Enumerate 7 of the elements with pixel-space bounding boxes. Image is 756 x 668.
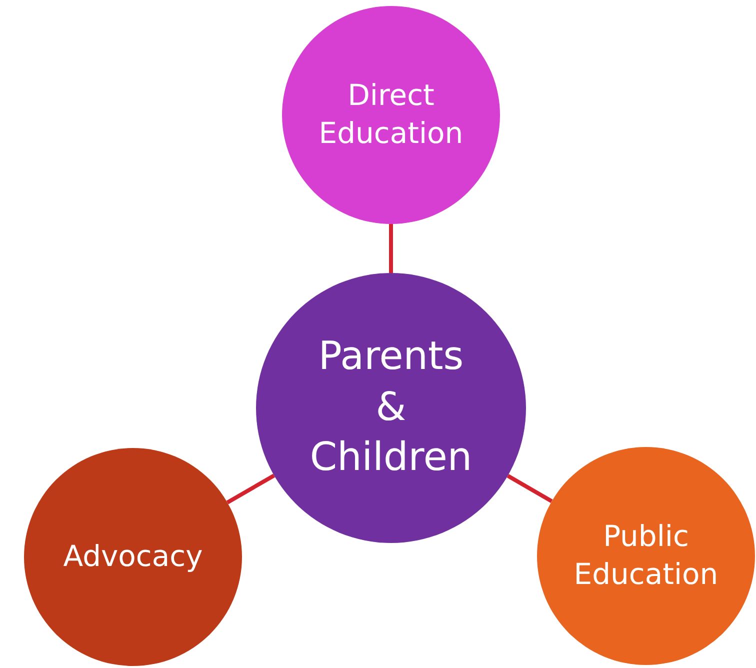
connector-line (506, 474, 553, 504)
circle-label: Advocacy (63, 538, 203, 576)
connector-line (226, 474, 276, 504)
circle-label: Parents & Children (308, 332, 474, 482)
connector-line (389, 224, 393, 273)
circle-label: Public Education (572, 518, 720, 593)
circle-label: Direct Education (318, 77, 464, 152)
